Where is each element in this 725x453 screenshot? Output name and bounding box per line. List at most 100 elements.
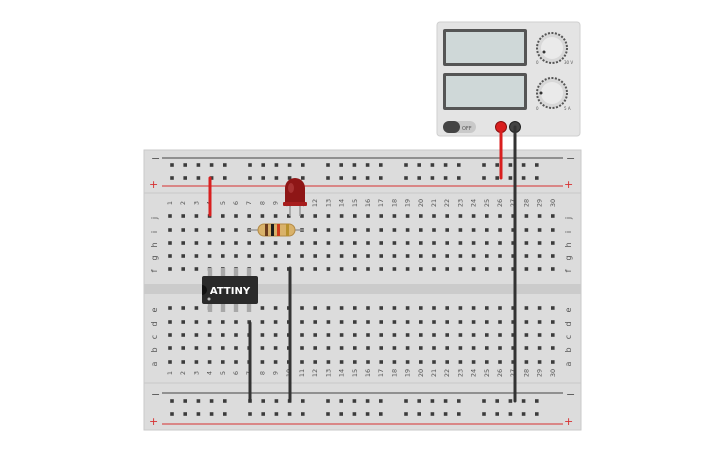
hole-a12[interactable]: [313, 360, 317, 364]
rail-hole-bottom-plus-1[interactable]: [170, 412, 174, 416]
hole-a29[interactable]: [537, 360, 542, 364]
rail-hole-top-minus-23[interactable]: [508, 163, 513, 167]
hole-e19[interactable]: [405, 306, 410, 310]
rail-hole-bottom-plus-9[interactable]: [287, 412, 292, 416]
hole-j13[interactable]: [326, 214, 331, 218]
hole-h1[interactable]: [168, 241, 172, 245]
rail-hole-top-minus-3[interactable]: [196, 163, 201, 167]
hole-b4[interactable]: [207, 346, 212, 350]
hole-i26[interactable]: [498, 228, 502, 232]
hole-g13[interactable]: [326, 254, 331, 258]
hole-a28[interactable]: [524, 360, 529, 364]
hole-e24[interactable]: [471, 306, 476, 310]
hole-c5[interactable]: [221, 333, 225, 337]
rail-hole-top-minus-11[interactable]: [326, 163, 330, 167]
hole-j28[interactable]: [524, 214, 529, 218]
hole-j23[interactable]: [458, 214, 463, 218]
hole-b17[interactable]: [379, 346, 383, 350]
hole-j25[interactable]: [485, 214, 489, 218]
hole-b1[interactable]: [168, 346, 172, 350]
hole-f20[interactable]: [419, 267, 423, 271]
hole-a26[interactable]: [498, 360, 502, 364]
hole-i12[interactable]: [313, 228, 317, 232]
rail-hole-bottom-minus-4[interactable]: [209, 399, 214, 403]
rail-hole-bottom-minus-17[interactable]: [417, 399, 421, 403]
hole-g26[interactable]: [498, 254, 502, 258]
hole-g16[interactable]: [366, 254, 370, 258]
rail-hole-top-minus-24[interactable]: [521, 163, 526, 167]
hole-j29[interactable]: [537, 214, 542, 218]
rail-hole-bottom-plus-7[interactable]: [261, 412, 265, 416]
rail-hole-top-minus-6[interactable]: [248, 163, 252, 167]
rail-hole-bottom-minus-16[interactable]: [404, 399, 408, 403]
hole-b3[interactable]: [194, 346, 199, 350]
rail-hole-top-plus-7[interactable]: [261, 176, 265, 180]
rail-hole-top-plus-19[interactable]: [443, 176, 448, 180]
hole-e23[interactable]: [458, 306, 463, 310]
hole-h14[interactable]: [339, 241, 344, 245]
rail-hole-bottom-minus-21[interactable]: [482, 399, 486, 403]
hole-i27[interactable]: [511, 228, 515, 232]
hole-g1[interactable]: [168, 254, 172, 258]
rail-hole-bottom-plus-14[interactable]: [365, 412, 370, 416]
hole-a1[interactable]: [168, 360, 172, 364]
rail-hole-bottom-plus-24[interactable]: [521, 412, 526, 416]
hole-h26[interactable]: [498, 241, 502, 245]
hole-f2[interactable]: [181, 267, 185, 271]
hole-j16[interactable]: [366, 214, 370, 218]
rail-hole-top-minus-9[interactable]: [287, 163, 292, 167]
hole-i6[interactable]: [234, 228, 238, 232]
hole-d18[interactable]: [392, 320, 397, 324]
hole-d2[interactable]: [181, 320, 185, 324]
hole-h10[interactable]: [287, 241, 291, 245]
hole-g6[interactable]: [234, 254, 238, 258]
hole-e17[interactable]: [379, 306, 383, 310]
hole-d12[interactable]: [313, 320, 317, 324]
rail-hole-bottom-minus-18[interactable]: [430, 399, 435, 403]
hole-c13[interactable]: [326, 333, 331, 337]
hole-d19[interactable]: [405, 320, 410, 324]
hole-h16[interactable]: [366, 241, 370, 245]
rail-hole-bottom-plus-3[interactable]: [196, 412, 201, 416]
hole-c23[interactable]: [458, 333, 463, 337]
hole-j17[interactable]: [379, 214, 383, 218]
hole-b19[interactable]: [405, 346, 410, 350]
rail-hole-top-minus-5[interactable]: [223, 163, 227, 167]
rail-hole-top-plus-10[interactable]: [301, 176, 305, 180]
hole-h5[interactable]: [221, 241, 225, 245]
rail-hole-top-plus-21[interactable]: [482, 176, 486, 180]
hole-h6[interactable]: [234, 241, 238, 245]
hole-h7[interactable]: [247, 241, 251, 245]
hole-j14[interactable]: [339, 214, 344, 218]
rail-hole-top-minus-21[interactable]: [482, 163, 486, 167]
hole-j27[interactable]: [511, 214, 515, 218]
rail-hole-bottom-plus-21[interactable]: [482, 412, 486, 416]
hole-f1[interactable]: [168, 267, 172, 271]
hole-h2[interactable]: [181, 241, 185, 245]
rail-hole-bottom-minus-3[interactable]: [196, 399, 201, 403]
led[interactable]: [283, 178, 307, 216]
rail-hole-top-plus-2[interactable]: [183, 176, 187, 180]
hole-b12[interactable]: [313, 346, 317, 350]
hole-c19[interactable]: [405, 333, 410, 337]
hole-b11[interactable]: [300, 346, 304, 350]
hole-b27[interactable]: [511, 346, 515, 350]
rail-hole-top-minus-4[interactable]: [209, 163, 214, 167]
hole-c26[interactable]: [498, 333, 502, 337]
hole-j26[interactable]: [498, 214, 502, 218]
hole-i14[interactable]: [339, 228, 344, 232]
hole-g19[interactable]: [405, 254, 410, 258]
hole-a18[interactable]: [392, 360, 397, 364]
rail-hole-bottom-minus-23[interactable]: [508, 399, 513, 403]
hole-i22[interactable]: [445, 228, 449, 232]
hole-a5[interactable]: [221, 360, 225, 364]
rail-hole-top-minus-17[interactable]: [417, 163, 421, 167]
hole-a25[interactable]: [485, 360, 489, 364]
hole-a16[interactable]: [366, 360, 370, 364]
hole-d17[interactable]: [379, 320, 383, 324]
hole-f30[interactable]: [551, 267, 555, 271]
rail-hole-top-plus-23[interactable]: [508, 176, 513, 180]
hole-a13[interactable]: [326, 360, 331, 364]
rail-hole-top-minus-7[interactable]: [261, 163, 265, 167]
hole-j11[interactable]: [300, 214, 304, 218]
